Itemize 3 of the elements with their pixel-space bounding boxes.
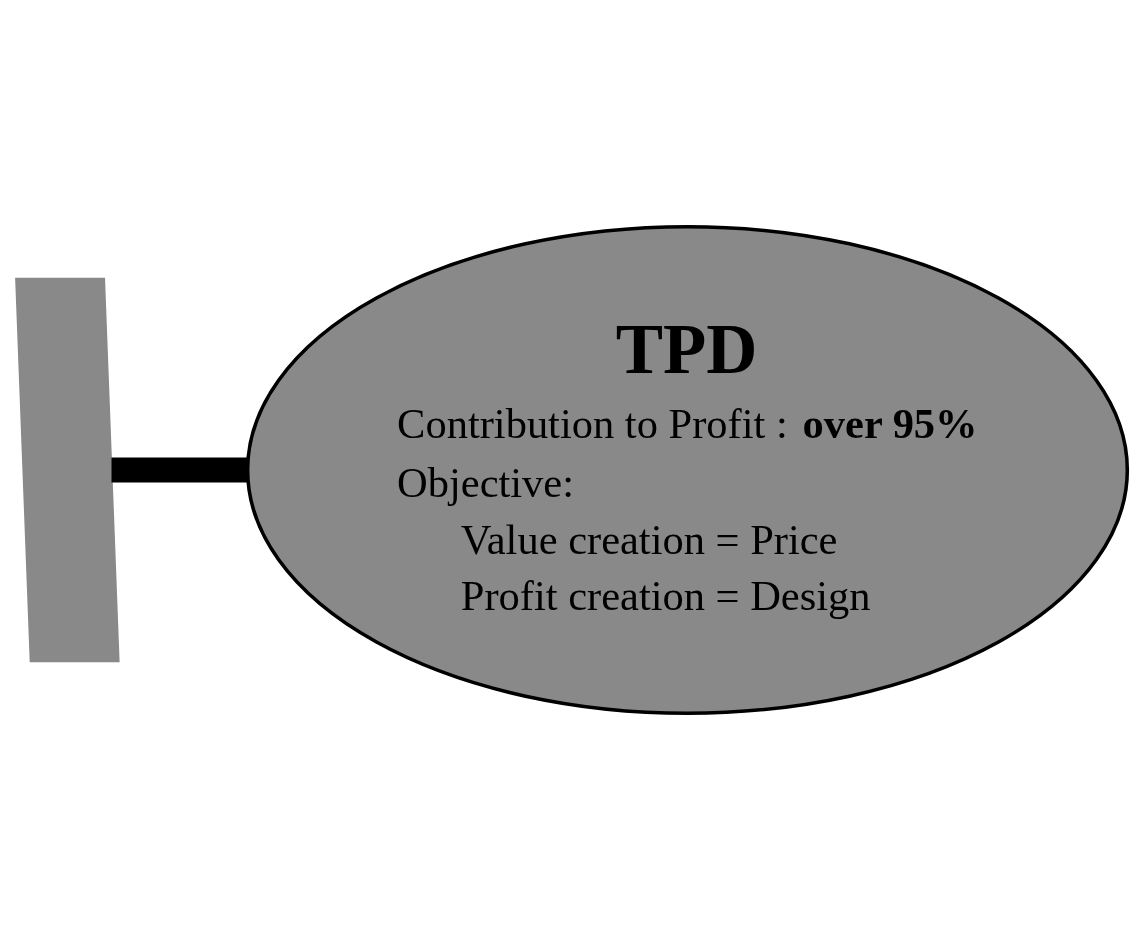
- connector: [111, 457, 248, 482]
- node-ellipse: TPD Contribution to Profit : over 95% Objective: Value creation = Price Profit creation = Design: [245, 224, 1130, 715]
- node-bar: [15, 277, 120, 662]
